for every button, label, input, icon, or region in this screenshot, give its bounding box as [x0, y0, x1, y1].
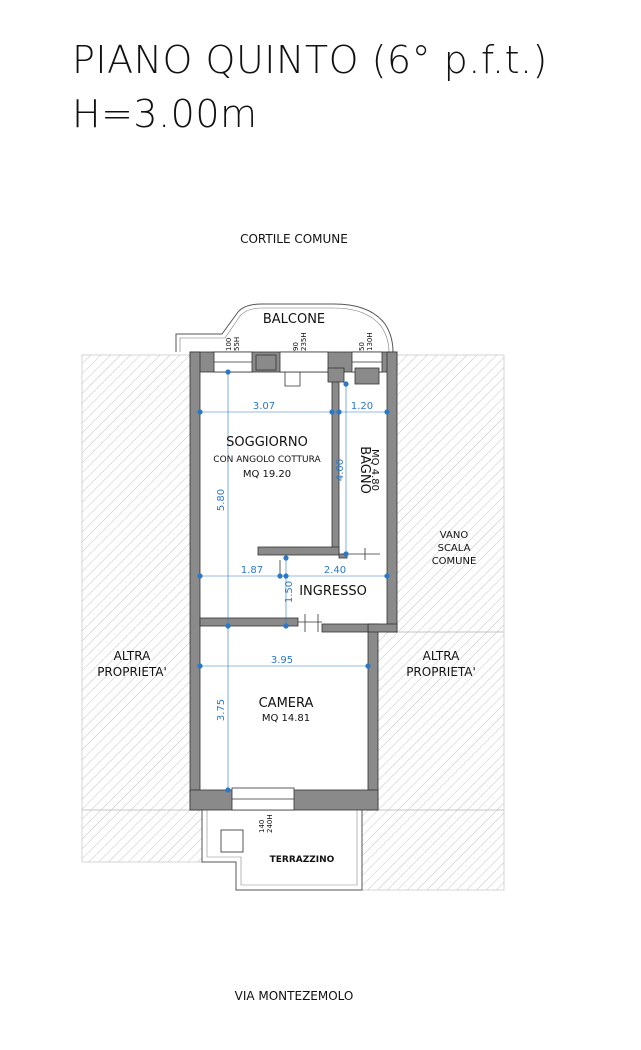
room-balcone: BALCONE [263, 312, 325, 327]
left-property-area [81, 354, 193, 811]
dim-soggiorno-height: 5.80 [216, 489, 227, 511]
room-soggiorno-area: MQ 19.20 [243, 469, 291, 480]
room-camera: CAMERA [259, 696, 314, 711]
label-right-property-2: PROPRIETA' [406, 665, 476, 679]
stair-area [396, 354, 505, 633]
plan-title-height: H=3.00m [72, 92, 258, 136]
opening-3-height: 130H [366, 332, 374, 351]
label-via: VIA MONTEZEMOLO [235, 989, 354, 1003]
label-left-property-1: ALTRA [114, 649, 151, 663]
room-bagno: BAGNO [357, 446, 372, 494]
label-right-property-1: ALTRA [423, 649, 460, 663]
right-property-area [377, 631, 505, 811]
dim-bagno-width: 1.20 [351, 401, 373, 412]
room-bagno-area: MQ 4.80 [369, 449, 380, 491]
dim-camera-width: 3.95 [271, 655, 293, 666]
balcony [175, 303, 394, 353]
terrace-fixture [220, 829, 244, 853]
room-soggiorno-sub: CON ANGOLO COTTURA [213, 455, 321, 465]
dim-camera-height: 3.75 [216, 699, 227, 721]
opening-1-width: 100 [225, 338, 233, 351]
top-windows [213, 351, 383, 811]
dim-ingresso-height: 1.50 [284, 581, 295, 603]
dim-bagno-height: 4.00 [335, 459, 346, 481]
opening-1-height: 55H [233, 337, 241, 351]
room-soggiorno: SOGGIORNO [226, 435, 308, 450]
opening-4-width: 140 [258, 820, 266, 833]
dim-ingresso-right: 2.40 [324, 565, 346, 576]
plan-title-floor: PIANO QUINTO (6° p.f.t.) [72, 38, 548, 82]
bottom-left-area [81, 809, 203, 863]
label-stair-2: SCALA [438, 543, 471, 554]
opening-4-height: 240H [266, 814, 274, 833]
dim-ingresso-left: 1.87 [241, 565, 263, 576]
dimension-lines [197, 369, 390, 793]
opening-2-width: 90 [292, 342, 300, 351]
room-terrazzino: TERRAZZINO [270, 855, 335, 865]
neighbour-areas [81, 354, 505, 891]
label-stair-1: VANO [440, 530, 469, 541]
opening-3-width: 50 [358, 342, 366, 351]
room-camera-area: MQ 14.81 [262, 713, 310, 724]
room-ingresso: INGRESSO [299, 584, 367, 599]
label-cortile: CORTILE COMUNE [240, 232, 348, 246]
label-stair-3: COMUNE [432, 556, 477, 567]
dim-soggiorno-width: 3.07 [253, 401, 275, 412]
opening-2-height: 235H [300, 332, 308, 351]
terrace [201, 808, 363, 891]
bottom-right-area [361, 809, 505, 891]
label-left-property-2: PROPRIETA' [97, 665, 167, 679]
